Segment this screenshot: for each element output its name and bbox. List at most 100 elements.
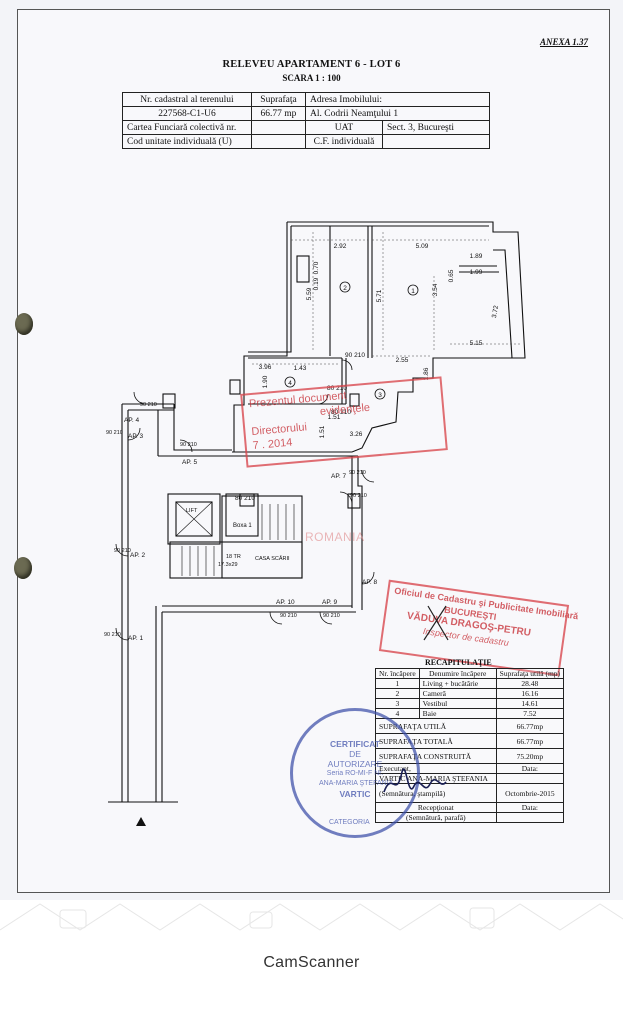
shaft-small <box>239 493 255 507</box>
ap-door-label: 90 210 <box>140 402 157 408</box>
dimension-label: 0.65 <box>448 269 455 282</box>
authorization-round-stamp: CERTIFICAT DE AUTORIZARE Seria RO-MI-F N… <box>290 708 420 838</box>
floor-plan: 2 1 3 4 2.92 5.09 1.89 1.99 5.15 1.43 3.… <box>104 221 526 826</box>
door-swing <box>179 439 193 453</box>
door-swing <box>127 427 141 441</box>
dimension-label: 0.70 <box>313 261 320 274</box>
apartment-wall <box>233 222 288 452</box>
handwritten-signature <box>383 768 447 793</box>
apartment-label: AP. 7 <box>331 473 346 480</box>
door-swing <box>115 627 129 641</box>
door-swing <box>361 469 375 483</box>
apartment-label: AP. 1 <box>128 635 143 642</box>
dimension-label: 3.96 <box>259 364 272 371</box>
stair-count: 18 TR <box>226 554 241 560</box>
door-swing <box>341 359 353 371</box>
punch-hole-bottom <box>14 557 32 579</box>
apartment-label: AP. 4 <box>124 417 139 424</box>
signature-overlay <box>383 605 449 793</box>
door-swing <box>133 391 147 405</box>
apartment-label: AP. 8 <box>362 579 377 586</box>
balcony-line <box>493 249 513 359</box>
dimension-label: 5.71 <box>376 289 383 302</box>
cell-label-cf-individual: C.F. individuală <box>305 134 383 149</box>
recap-title: RECAPITULAŢIE <box>425 658 492 667</box>
lift-shaft <box>167 493 221 545</box>
document-title: RELEVEU APARTAMENT 6 - LOT 6 <box>222 59 401 70</box>
punch-hole-top <box>15 313 33 335</box>
door-swing <box>115 543 129 557</box>
shaft-small <box>229 379 241 395</box>
cell-label-unit-code: Cod unitate individuală (U) <box>122 134 252 149</box>
room-number: 2 <box>343 285 347 292</box>
dimension-label: 1.43 <box>294 365 307 372</box>
building-wall <box>357 456 363 610</box>
room-number: 4 <box>288 380 292 387</box>
ap-door-label: 90 210 <box>114 548 131 554</box>
apartment-label: AP. 3 <box>128 433 143 440</box>
annex-label: ANEXA 1.37 <box>540 37 589 47</box>
door-swing <box>339 491 353 505</box>
ap-door-label: 90 210 <box>180 442 197 448</box>
apartment-wall <box>232 221 526 453</box>
stamp-line: CERTIFICAT <box>330 739 380 749</box>
shaft-small <box>347 493 361 509</box>
apartment-label: AP. 2 <box>130 552 145 559</box>
ap-door-label: 90 210 <box>106 430 123 436</box>
app-name: CamScanner <box>263 954 360 971</box>
apartment-label: AP. 10 <box>276 599 295 606</box>
dimension-label: 1.51 <box>319 425 326 438</box>
stamp-line: ANA-MARIA ŞTEFANIA <box>319 780 394 787</box>
stamp-line: Seria RO-MI-F Nr. <box>326 770 384 777</box>
dimension-label: 5.59 <box>306 287 313 300</box>
stairwell-label: CASA SCĂRII <box>255 555 290 562</box>
dimension-label: 0.19 <box>313 277 320 290</box>
stamp-line: AUTORIZARE <box>327 759 383 769</box>
stair-well <box>221 495 303 579</box>
door-label: 80 210 <box>327 385 347 392</box>
north-arrow <box>136 817 146 826</box>
total-area-value: 66.77mp <box>495 733 565 749</box>
dimension-label: 3.26 <box>350 431 363 438</box>
building-wall <box>173 404 232 451</box>
apartment-label: AP. 5 <box>182 459 197 466</box>
shaft-small <box>162 393 176 409</box>
lift-label: LIFT <box>186 508 198 514</box>
cadastral-info-table: Nr. cadastral al terenului Suprafaţa Adr… <box>122 92 490 149</box>
ap-door-label: 90 210 <box>349 470 366 476</box>
apartment-label: AP. 9 <box>322 599 337 606</box>
dimension-label: 1.86 <box>423 367 430 380</box>
door-swing <box>269 611 283 625</box>
dimension-label: 1.51 <box>328 414 341 421</box>
footer-pattern <box>0 903 623 931</box>
watermark-text: ROMANIA <box>305 530 365 544</box>
wc-fixture <box>296 255 310 283</box>
handwritten-signature <box>423 605 449 641</box>
ap-door-label: 90 210 <box>323 613 340 619</box>
stamp-line: VARTIC <box>339 789 371 799</box>
door-swing <box>361 571 375 585</box>
apartment-wall <box>248 226 292 353</box>
door-label: 90 210 <box>345 352 365 359</box>
ap-door-label: 90 210 <box>280 613 297 619</box>
stair-dimension: 17.3x29 <box>218 562 238 568</box>
ap-door-label: 90 210 <box>104 632 121 638</box>
room-number: 1 <box>411 288 415 295</box>
cell-empty <box>382 134 490 149</box>
dimension-label: 3.54 <box>432 283 439 296</box>
dimension-label: 5.09 <box>416 243 429 250</box>
dimension-label: 3.72 <box>491 305 500 319</box>
dimension-label: 5.15 <box>470 340 483 347</box>
stamp-line: DE <box>349 749 361 759</box>
door-swing <box>319 611 333 625</box>
ap-door-label: 90 210 <box>350 493 367 499</box>
dimension-label: 1.99 <box>470 269 483 276</box>
door-label: 80 210 <box>235 495 255 502</box>
scale-label: SCARA 1 : 100 <box>282 73 341 83</box>
stamp-arc-text: CATEGORIA <box>329 819 370 826</box>
camscanner-footer <box>0 900 623 1024</box>
door-label: 80 210 <box>331 409 351 416</box>
dimension-label: 2.92 <box>334 243 347 250</box>
dimension-label: 1.89 <box>470 253 483 260</box>
door-swing <box>317 393 329 405</box>
